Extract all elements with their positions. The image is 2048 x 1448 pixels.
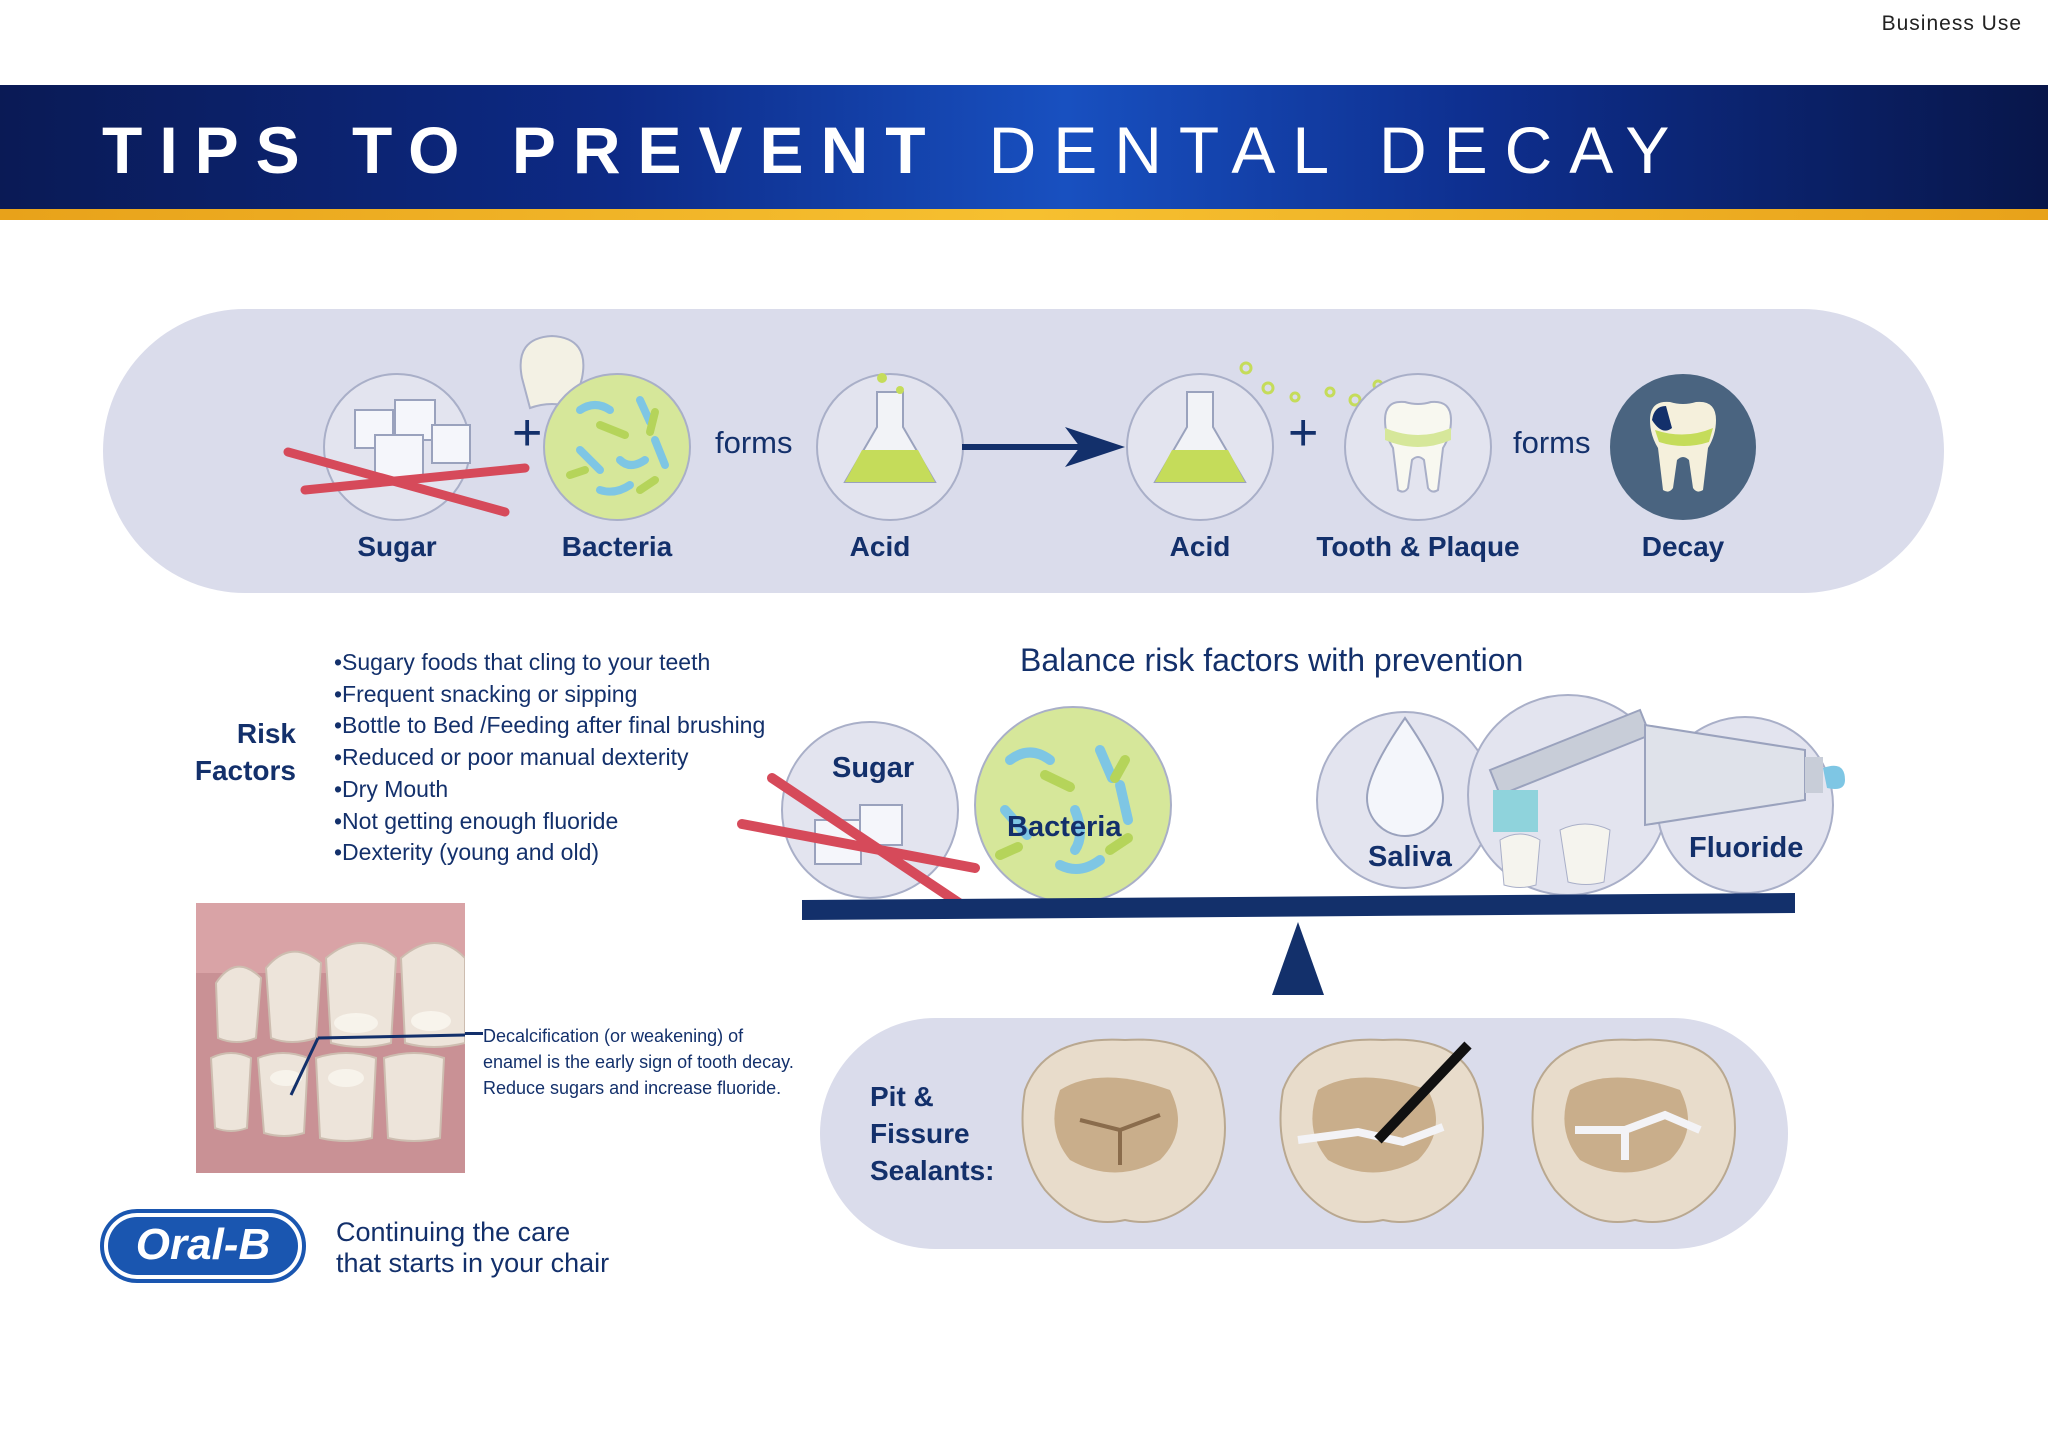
tooth-plaque-icon [1344,373,1492,521]
list-item: •Not getting enough fluoride [334,807,619,834]
list-item: •Sugary foods that cling to your teeth [334,649,711,675]
flow-label-acid-2: Acid [1169,531,1231,562]
banner-accent-stripe [0,209,2048,220]
sealant-teeth-illustrations [1021,1038,1736,1223]
oral-b-logo: Oral-B [100,1209,306,1283]
balance-label-bacteria: Bacteria [1007,811,1122,843]
decalcification-note: Decalcification (or weakening) of enamel… [483,1023,823,1101]
balance-heading: Balance risk factors with prevention [1020,642,1524,678]
flow-forms-2: forms [1513,425,1591,460]
sealants-heading: Pit & Fissure Sealants: [870,1078,995,1189]
acid-flask-icon-2 [1126,361,1416,521]
classification-label: Business Use [1881,12,2022,35]
balance-label-sugar: Sugar [832,752,915,784]
decal-line1: Decalcification (or weakening) of [483,1026,744,1046]
balance-fulcrum [1272,922,1324,995]
risk-factors-list: •Sugary foods that cling to your teeth •… [334,647,765,869]
risk-title-line2: Factors [194,755,296,786]
decalcification-photo [196,903,465,1173]
sugar-icon [737,721,980,910]
decayed-tooth-icon [1610,374,1756,520]
sealants-line2: Fissure [870,1118,970,1149]
acid-flask-icon [816,373,964,521]
plus-icon: + [512,404,542,462]
page-title-bold: TIPS TO PREVENT [102,113,943,187]
decal-line3: Reduce sugars and increase fluoride. [483,1078,782,1098]
sealants-line1: Pit & [870,1081,934,1112]
flow-label-tooth-plaque: Tooth & Plaque [1316,531,1520,562]
risk-title-line1: Risk [236,718,296,749]
bacteria-icon [519,334,691,521]
flow-label-decay: Decay [1641,531,1725,562]
page-title: TIPS TO PREVENT DENTAL DECAY [102,110,1686,190]
flow-label-sugar: Sugar [357,531,437,562]
plus-icon-2: + [1288,404,1318,462]
title-banner [0,85,2048,209]
balance-label-fluoride: Fluoride [1689,832,1804,864]
balance-beam [802,893,1795,920]
molar-unsealed-icon [1021,1038,1226,1223]
tagline-line2: that starts in your chair [336,1248,610,1278]
balance-scale-illustration [737,694,1845,995]
brand-tagline: Continuing the care that starts in your … [336,1217,609,1279]
bacteria-icon [974,706,1172,904]
list-item: •Frequent snacking or sipping [334,680,638,707]
list-item: •Reduced or poor manual dexterity [334,744,689,771]
molar-sealing-icon [1279,1038,1484,1223]
list-item: •Dry Mouth [334,775,449,802]
list-item: •Dexterity (young and old) [334,839,600,866]
decay-process-illustrations: + + [283,334,1756,521]
sugar-icon [283,373,530,521]
molar-sealed-icon [1531,1038,1736,1223]
logo-text: Oral-B [136,1220,270,1269]
flow-label-acid-1: Acid [849,531,911,562]
fluoride-toothpaste-icon [1644,716,1845,894]
decal-line2: enamel is the early sign of tooth decay. [483,1052,794,1072]
list-item: •Bottle to Bed /Feeding after final brus… [334,712,766,739]
toothbrush-icon [1467,694,1669,896]
sealants-line3: Sealants: [870,1155,995,1186]
callout-line [465,1032,483,1035]
balance-label-saliva: Saliva [1368,841,1452,873]
flow-label-bacteria: Bacteria [561,531,673,562]
saliva-drop-icon [1316,711,1494,889]
tagline-line1: Continuing the care [336,1217,571,1247]
page-title-light: DENTAL DECAY [988,113,1687,187]
flow-forms-1: forms [715,425,793,460]
arrow-icon [962,427,1125,467]
